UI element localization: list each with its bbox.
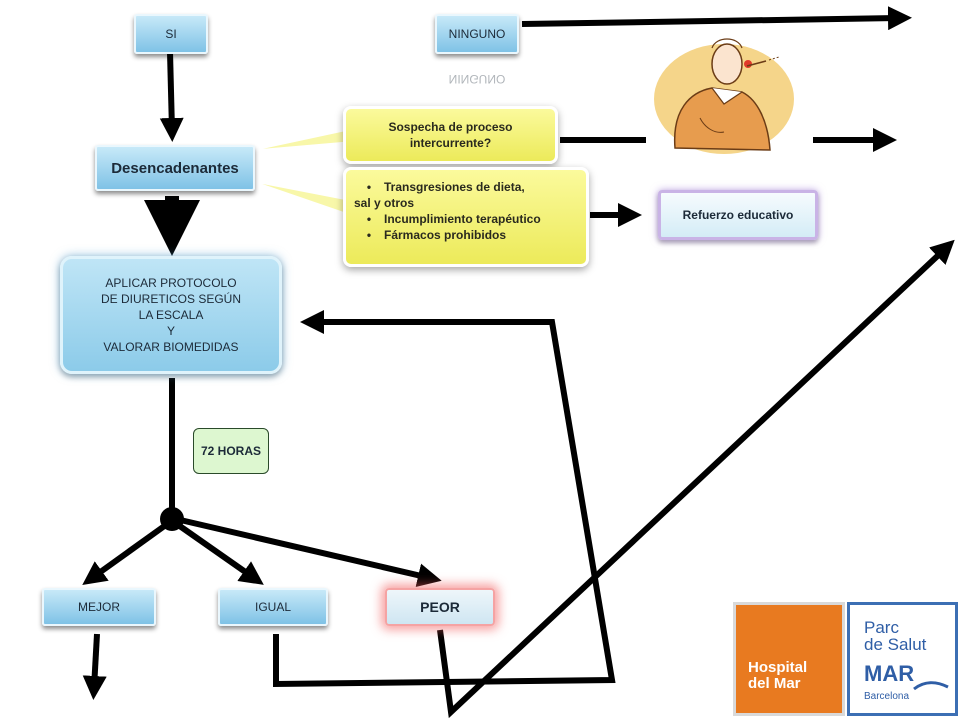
arrow-to-peor	[175, 516, 442, 587]
igual-label: IGUAL	[254, 600, 291, 614]
protocolo-line-2: DE DIURETICOS SEGÚN	[100, 292, 241, 306]
mejor-label: MEJOR	[78, 600, 120, 614]
desencadenantes-box: Desencadenantes	[95, 145, 255, 191]
parc-de-salut-mar-logo: Parc de Salut MAR Barcelona	[847, 602, 958, 716]
transgresiones-bullet1: Transgresiones de dieta,	[384, 180, 525, 194]
ninguno-reflection: NINGUNO	[448, 72, 506, 86]
horas-box: 72 HORAS	[193, 428, 269, 474]
transgresiones-bullet2: Incumplimiento terapéutico	[384, 212, 541, 226]
transgresiones-item-1: • Transgresiones de dieta,	[354, 179, 580, 195]
protocolo-line-1: APLICAR PROTOCOLO	[105, 276, 237, 290]
logo-left-line2: del Mar	[748, 675, 801, 692]
protocolo-line-5: VALORAR BIOMEDIDAS	[103, 340, 239, 354]
callout-pointer-transgresiones	[254, 181, 349, 215]
refuerzo-box: Refuerzo educativo	[658, 190, 818, 240]
peor-box: PEOR	[385, 588, 495, 626]
arrow-to-mejor	[82, 519, 172, 585]
transgresiones-callout: • Transgresiones de dieta, sal y otros •…	[343, 167, 589, 267]
arrow-peor-upright	[437, 239, 955, 719]
bullet-icon: •	[366, 212, 372, 226]
logo-mar-text: MAR	[864, 661, 915, 686]
logo-hospital-text: Hospital del Mar	[748, 660, 807, 692]
hospital-del-mar-logo: Hospital del Mar	[733, 602, 845, 716]
bullet-icon: •	[366, 228, 372, 242]
mejor-box: MEJOR	[42, 588, 156, 626]
ninguno-label: NINGUNO	[448, 27, 506, 41]
transgresiones-bullet3: Fármacos prohibidos	[384, 228, 507, 242]
protocolo-box: APLICAR PROTOCOLO DE DIURETICOS SEGÚN LA…	[60, 256, 282, 374]
protocolo-line-4: Y	[166, 324, 175, 338]
arrow-to-igual	[172, 519, 264, 585]
logo-wave-icon	[913, 681, 949, 691]
sospecha-line1: Sospecha de proceso	[388, 120, 513, 134]
bullet-icon: •	[366, 180, 372, 194]
sospecha-callout: Sospecha de proceso intercurrente?	[343, 106, 558, 164]
ninguno-box: NINGUNO	[435, 14, 519, 54]
horas-label: 72 HORAS	[200, 444, 262, 458]
igual-box: IGUAL	[218, 588, 328, 626]
transgresiones-item-2: • Incumplimiento terapéutico	[354, 211, 580, 227]
arrow-mejor-down	[82, 633, 107, 700]
peor-label: PEOR	[420, 599, 460, 615]
transgresiones-item-3: • Fármacos prohibidos	[354, 227, 580, 243]
logo-right-line2: de Salut	[864, 635, 927, 654]
logo-right-line1: Parc	[864, 618, 899, 637]
transgresiones-continuation: sal y otros	[354, 196, 415, 210]
si-label: SI	[165, 27, 177, 41]
desencadenantes-label: Desencadenantes	[111, 159, 239, 177]
refuerzo-label: Refuerzo educativo	[682, 208, 794, 222]
si-box: SI	[134, 14, 208, 54]
loop-igual-protocolo	[273, 310, 616, 688]
logo-parc-text: Parc de Salut	[864, 619, 926, 653]
protocolo-line-3: LA ESCALA	[138, 308, 204, 322]
sick-person-illustration	[654, 38, 794, 154]
arrow-ninguno-right	[521, 6, 912, 31]
logo-barcelona-text: Barcelona	[864, 691, 910, 702]
callout-pointer-sospecha	[254, 129, 349, 151]
arrow-si-desencadenantes	[159, 51, 184, 142]
logo-left-line1: Hospital	[748, 659, 808, 676]
sospecha-line2: intercurrente?	[409, 136, 492, 150]
